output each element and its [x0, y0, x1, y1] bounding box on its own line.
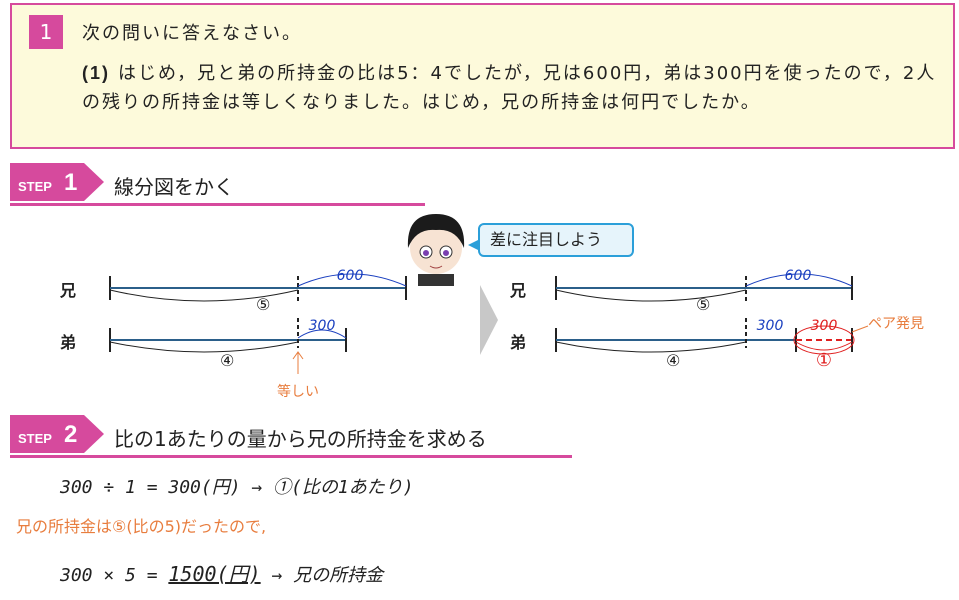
younger-ratio-right: ④ [666, 351, 680, 370]
left-line-diagram: 兄 弟 600 ⑤ 300 ④ 等しい [59, 268, 407, 400]
calc-line-1: 300 ÷ 1 = 300(円) → ①(比の1あたり) [60, 477, 414, 498]
younger-ratio: ④ [220, 351, 234, 370]
step2-arrow [84, 415, 104, 453]
equal-note: 等しい [277, 383, 319, 400]
step2-word: STEP [18, 431, 52, 446]
question-number: 1 [29, 15, 63, 49]
question-heading: 次の問いに答えなさい。 [82, 23, 302, 44]
step1-underline [10, 203, 425, 206]
step1-header: STEP 1 線分図をかく [10, 163, 430, 206]
step1-number: 1 [64, 169, 78, 196]
younger-label: 弟 [60, 333, 76, 352]
sub-question-number: (1) [82, 63, 110, 83]
step1-word: STEP [18, 179, 52, 194]
elder-ratio: ⑤ [256, 295, 270, 314]
younger-spent-right: 300 [757, 318, 784, 334]
right-line-diagram: 兄 弟 600 ⑤ 300 300 ① ④ ペア発見 [509, 268, 924, 371]
step2-underline [10, 455, 572, 458]
elder-label-right: 兄 [509, 281, 526, 300]
calc-line2-prefix: 300 × 5 = [60, 565, 169, 586]
step1-arrow [84, 163, 104, 201]
transition-arrow [480, 285, 498, 355]
step2-header: STEP 2 比の1あたりの量から兄の所持金を求める [10, 415, 580, 458]
pair-note: ペア発見 [868, 316, 924, 332]
calc-line-2: 300 × 5 = 1500(円) → 兄の所持金 [60, 558, 383, 587]
younger-spent: 300 [309, 318, 336, 334]
elder-spent-right: 600 [785, 268, 812, 284]
calc-note: 兄の所持金は⑤(比の5)だったので, [16, 517, 267, 536]
elder-ratio-right: ⑤ [696, 295, 710, 314]
calc-line2-suffix: → 兄の所持金 [260, 565, 384, 586]
question-text: はじめ，兄と弟の所持金の比は5：4でしたが，兄は600円，弟は300円を使ったの… [82, 63, 937, 113]
question-box: 1 次の問いに答えなさい。 (1)はじめ，兄と弟の所持金の比は5：4でしたが，兄… [10, 3, 955, 149]
character-avatar [407, 214, 465, 286]
elder-spent: 600 [337, 268, 364, 284]
step1-tag: STEP 1 [10, 163, 84, 201]
question-body: (1)はじめ，兄と弟の所持金の比は5：4でしたが，兄は600円，弟は300円を使… [82, 59, 942, 117]
step2-title: 比の1あたりの量から兄の所持金を求める [114, 427, 487, 451]
step2-number: 2 [64, 421, 78, 448]
step1-title: 線分図をかく [114, 175, 234, 199]
step2-tag: STEP 2 [10, 415, 84, 453]
elder-label: 兄 [59, 281, 76, 300]
younger-label-right: 弟 [510, 333, 526, 352]
answer: 1500(円) [168, 562, 261, 586]
speech-bubble: 差に注目しよう [468, 223, 634, 257]
diff-ratio: ① [816, 350, 832, 371]
